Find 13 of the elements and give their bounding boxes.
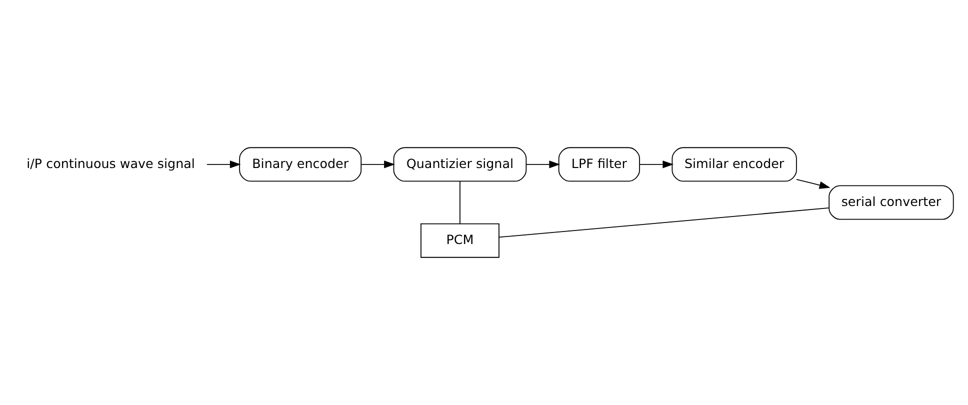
node-box: LPF filter: [558, 147, 640, 182]
node-text: i/P continuous wave signal: [26, 156, 195, 171]
arrow: [360, 160, 395, 168]
arrow: [206, 160, 241, 168]
node-box: serial converter: [828, 185, 954, 220]
arrow: [639, 160, 674, 168]
node-box: PCM: [420, 223, 500, 258]
node-box: Quantizier signal: [393, 147, 527, 182]
arrow: [526, 160, 560, 168]
connector: [498, 208, 830, 238]
node-box: Similar encoder: [672, 147, 797, 182]
node-box: Binary encoder: [239, 147, 362, 182]
arrow: [796, 179, 830, 189]
